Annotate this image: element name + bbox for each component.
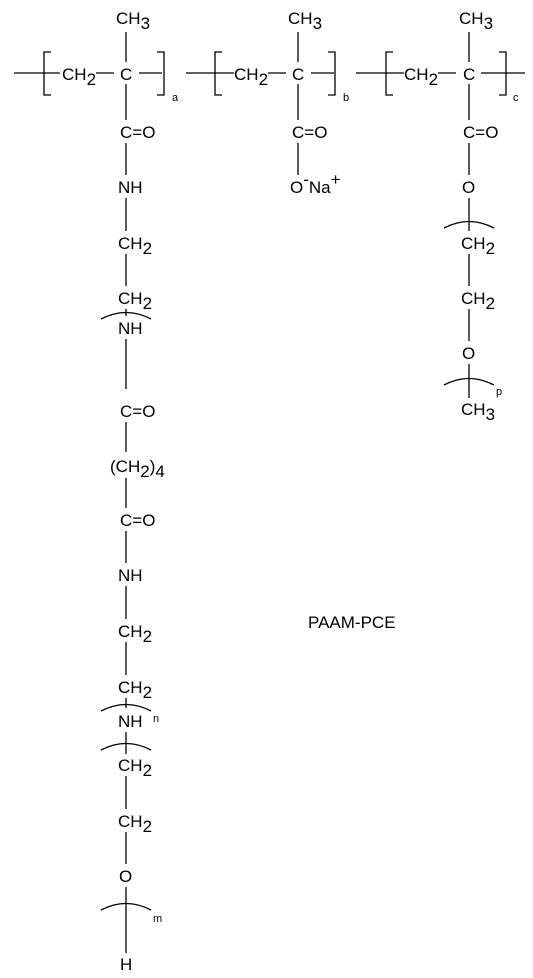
methyl-b: CH3	[288, 9, 322, 33]
quaternary-carbon-a: C	[120, 65, 132, 84]
chain-a-hydrogen: H	[120, 955, 132, 974]
chain-c-repeat-bracket-open	[443, 220, 495, 229]
quaternary-carbon-c: C	[463, 65, 475, 84]
chain-a-ch2-3: CH2	[118, 622, 152, 646]
bracket-c-open	[385, 51, 393, 96]
bracket-c-close	[499, 51, 507, 96]
chain-a-nh-1: NH	[118, 178, 143, 197]
side-chain-c: C=O O CH2 CH2 O p CH3	[443, 84, 502, 424]
bracket-a-close	[157, 51, 165, 96]
index-b: b	[343, 92, 349, 104]
chain-b-carboxylate: O-Na+	[290, 170, 341, 197]
chain-a-ch2-2: CH2	[118, 289, 152, 313]
side-chain-b: C=O O-Na+	[290, 84, 341, 197]
ch2-c: CH2	[404, 65, 438, 89]
compound-title: PAAM-PCE	[308, 613, 396, 632]
chain-c-methyl: CH3	[461, 400, 495, 424]
chain-c-repeat-bracket-p	[443, 377, 495, 386]
chain-a-nh-2: NH	[118, 319, 143, 338]
index-a: a	[172, 92, 179, 104]
chain-a-index-n: n	[153, 713, 159, 725]
chain-a-ch2-6: CH2	[118, 812, 152, 836]
chain-b-carbonyl: C=O	[292, 123, 327, 142]
chain-c-ch2-1: CH2	[461, 234, 495, 258]
chain-a-ch2-4: CH2	[118, 678, 152, 702]
chain-a-nh-4: NH	[118, 712, 143, 731]
chain-a-nh-3: NH	[118, 566, 143, 585]
chain-a-carbonyl-2: C=O	[120, 402, 155, 421]
chain-c-oxygen-2: O	[462, 344, 475, 363]
chain-a-ch2-5: CH2	[118, 756, 152, 780]
index-c: c	[513, 92, 519, 104]
quaternary-carbon-b: C	[292, 65, 304, 84]
chain-c-carbonyl: C=O	[463, 123, 498, 142]
ch2-a: CH2	[62, 65, 96, 89]
chain-a-repeat-bracket-m	[100, 902, 152, 911]
bracket-b-close	[328, 51, 336, 96]
chain-a-carbonyl-1: C=O	[120, 123, 155, 142]
side-chain-a: C=O NH CH2 CH2 NH C=O (CH2)4 C=O NH CH2 …	[100, 84, 165, 974]
chain-a-ch2-1: CH2	[118, 234, 152, 258]
methyl-a: CH3	[116, 9, 150, 33]
methyl-c: CH3	[459, 9, 493, 33]
chain-a-repeat-bracket-1	[100, 311, 152, 320]
backbone: CH3 CH2 C a CH3 CH2 C b CH3 CH2 C c	[14, 9, 525, 104]
bracket-b-open	[214, 51, 222, 96]
chain-a-carbonyl-3: C=O	[120, 511, 155, 530]
bracket-a-open	[43, 51, 51, 96]
chain-c-oxygen-1: O	[462, 178, 475, 197]
ch2-b: CH2	[234, 65, 268, 89]
chain-c-index-p: p	[496, 386, 502, 398]
chain-a-repeat-bracket-2	[100, 742, 152, 751]
chain-a-index-m: m	[153, 913, 162, 925]
chain-a-spacer: (CH2)4	[110, 457, 165, 481]
chain-c-ch2-2: CH2	[461, 289, 495, 313]
chain-a-oxygen: O	[119, 867, 132, 886]
